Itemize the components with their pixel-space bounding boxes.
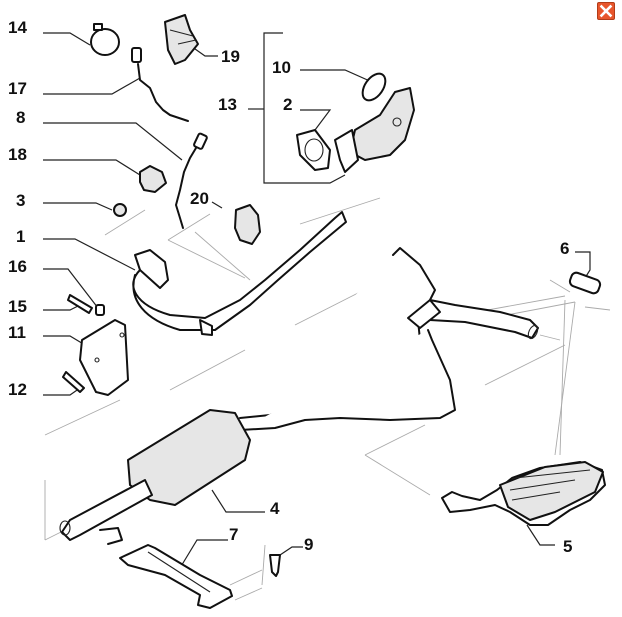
callout-6[interactable]: 6	[560, 239, 569, 258]
callout-12[interactable]: 12	[8, 380, 27, 399]
leader-lines	[43, 32, 591, 569]
callout-4[interactable]: 4	[270, 499, 280, 518]
part-18-clip	[139, 165, 167, 193]
part-13-catalytic-converter	[334, 87, 415, 173]
callout-9[interactable]: 9	[304, 535, 313, 554]
callout-17[interactable]: 17	[8, 79, 27, 98]
part-7-heat-shield-bracket	[119, 544, 233, 609]
callout-19[interactable]: 19	[221, 47, 240, 66]
callout-14[interactable]: 14	[8, 18, 27, 37]
callout-20[interactable]: 20	[190, 189, 209, 208]
callout-8[interactable]: 8	[16, 108, 25, 127]
close-icon	[599, 4, 613, 18]
callout-10[interactable]: 10	[272, 58, 291, 77]
callout-15[interactable]: 15	[8, 297, 27, 316]
callout-13[interactable]: 13	[218, 95, 237, 114]
part-2-gasket	[296, 129, 331, 171]
callout-18[interactable]: 18	[8, 145, 27, 164]
callout-3[interactable]: 3	[16, 191, 25, 210]
part-14-hose-clamp	[90, 23, 120, 56]
part-10-seal-ring	[361, 72, 387, 102]
part-16-spacer	[95, 304, 105, 316]
callout-1[interactable]: 1	[16, 227, 25, 246]
group-bracket-13	[248, 32, 346, 184]
part-6-rubber-mount	[568, 271, 602, 295]
part-3-nut	[113, 203, 127, 217]
part-9-bolt	[269, 554, 281, 577]
callout-7[interactable]: 7	[229, 525, 238, 544]
callout-2[interactable]: 2	[283, 95, 292, 114]
part-11-support-bracket	[79, 319, 129, 396]
part-1-front-pipe	[132, 211, 347, 336]
part-4-center-silencer	[59, 409, 251, 545]
part-19-sensor-bracket	[164, 14, 199, 65]
part-main-pipe	[239, 247, 539, 431]
part-5-rear-silencer	[441, 461, 606, 526]
part-20-bracket	[234, 204, 261, 245]
close-button[interactable]	[597, 2, 615, 20]
part-12-bolt	[62, 371, 85, 393]
callout-11[interactable]: 11	[8, 323, 26, 342]
callout-5[interactable]: 5	[563, 537, 572, 556]
callout-16[interactable]: 16	[8, 257, 27, 276]
callout-labels: 14 19 17 8 18 3 20 1 16 15 11 12 10 13 2…	[8, 18, 572, 556]
part-15-bolt	[67, 294, 93, 314]
part-17-oxygen-sensor	[131, 47, 189, 122]
part-8-oxygen-sensor	[175, 132, 208, 229]
